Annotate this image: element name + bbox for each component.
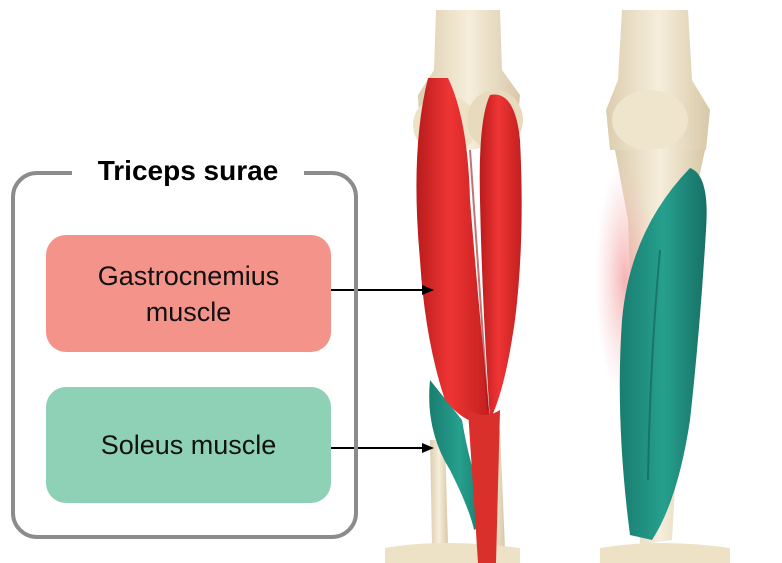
soleus-label: Soleus muscle: [101, 427, 277, 463]
gastrocnemius-label-box: Gastrocnemius muscle: [46, 235, 331, 352]
gastrocnemius-label: Gastrocnemius muscle: [79, 258, 299, 330]
leg-lateral-view-illustration: [595, 10, 730, 563]
leg-posterior-view-illustration: [385, 10, 523, 563]
soleus-label-box: Soleus muscle: [46, 387, 331, 503]
group-title: Triceps surae: [72, 152, 304, 190]
